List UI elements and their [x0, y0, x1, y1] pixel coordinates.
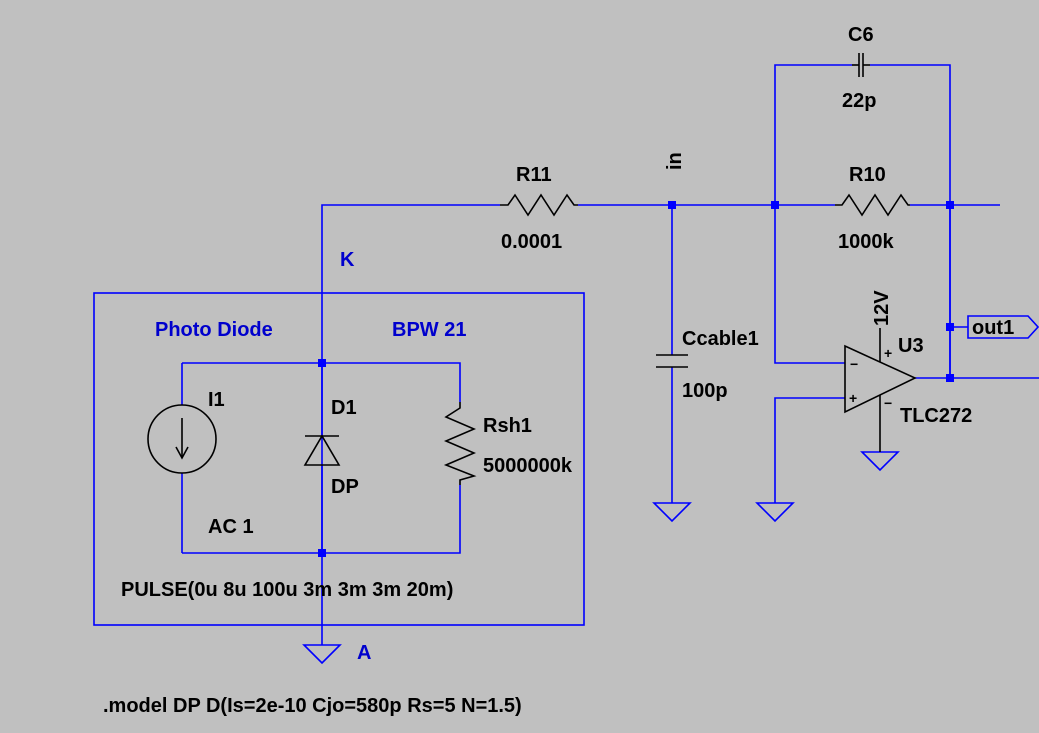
net-label-k: K [340, 249, 355, 271]
capacitor-ccable1[interactable] [656, 354, 688, 368]
d1-label: D1 [331, 397, 357, 419]
resistor-rsh1[interactable] [443, 402, 477, 485]
r10-value: 1000k [838, 231, 894, 253]
junction-dots [318, 201, 954, 557]
net-label-a: A [357, 642, 371, 664]
r10-label: R10 [849, 164, 886, 186]
c6-value: 22p [842, 90, 876, 112]
output-port-out1[interactable] [967, 315, 1039, 339]
net-label-in: in [664, 152, 686, 170]
capacitor-c6[interactable] [852, 53, 870, 77]
wires [181, 64, 1039, 625]
photo-diode-box [93, 292, 585, 626]
rsh1-label: Rsh1 [483, 415, 532, 437]
rsh1-value: 5000000k [483, 455, 573, 477]
net-label-12v: 12V [871, 290, 893, 326]
current-source-i1[interactable] [147, 404, 217, 474]
ground-icon [755, 502, 795, 523]
u3-vplus-pin: + [884, 345, 892, 361]
ccable1-value: 100p [682, 380, 728, 402]
box-title: Photo Diode [155, 319, 273, 341]
u3-minus-pin: − [850, 356, 858, 372]
ccable1-label: Ccable1 [682, 328, 759, 350]
c6-label: C6 [848, 24, 874, 46]
ground-icon [652, 502, 692, 523]
opamp-u3[interactable] [844, 328, 917, 452]
resistor-r10[interactable] [835, 193, 910, 217]
u3-plus-pin: + [849, 390, 857, 406]
r11-value: 0.0001 [501, 231, 562, 253]
out1-label: out1 [972, 317, 1014, 339]
u3-vminus-pin: − [884, 395, 892, 411]
u3-label: U3 [898, 335, 924, 357]
diode-d1[interactable] [303, 434, 341, 466]
u3-model: TLC272 [900, 405, 972, 427]
spice-directive: .model DP D(Is=2e-10 Cjo=580p Rs=5 N=1.5… [103, 695, 522, 717]
d1-model: DP [331, 476, 359, 498]
i1-label: I1 [208, 389, 225, 411]
ground-icon [302, 625, 342, 665]
box-part: BPW 21 [392, 319, 466, 341]
resistor-r11[interactable] [500, 193, 578, 217]
i1-ac: AC 1 [208, 516, 254, 538]
ground-icon [860, 451, 900, 472]
i1-pulse: PULSE(0u 8u 100u 3m 3m 3m 20m) [121, 579, 453, 601]
r11-label: R11 [516, 164, 552, 186]
